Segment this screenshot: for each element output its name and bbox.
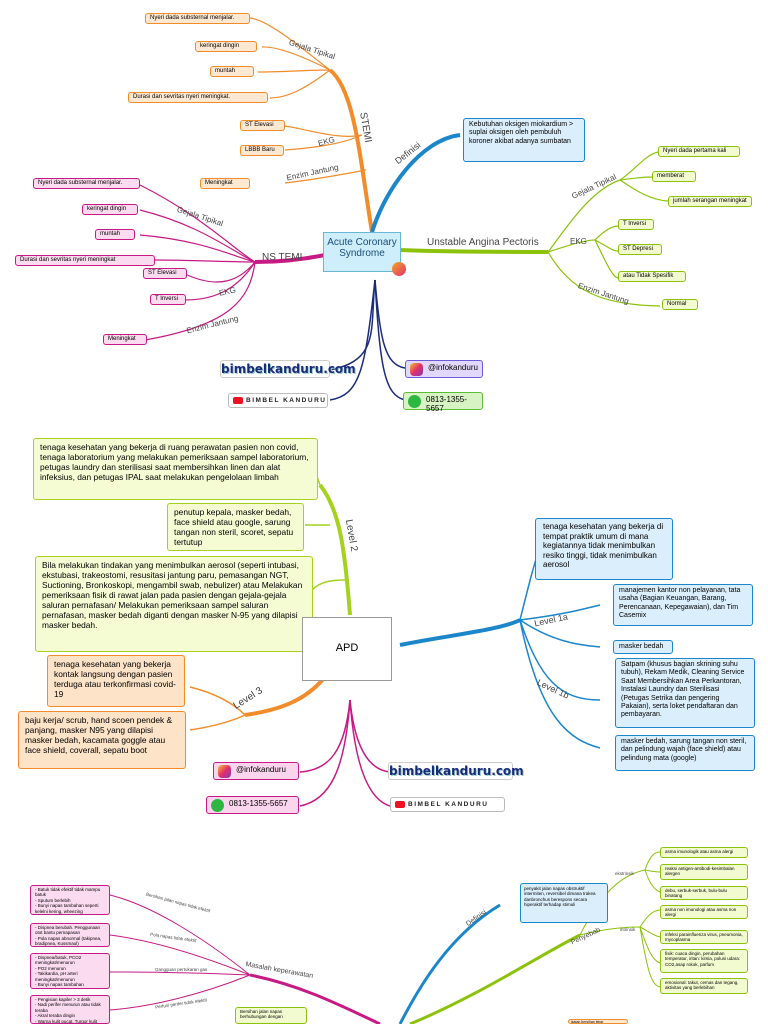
stemi-gejala-item[interactable]: keringat dingin <box>195 41 257 53</box>
whatsapp-label: 0813-1355-5657 <box>426 395 467 413</box>
instagram-button[interactable]: @infokanduru <box>213 762 299 780</box>
level2-item[interactable]: penutup kepala, masker bedah, face shiel… <box>167 503 304 551</box>
site-brand[interactable]: bimbelkanduru.com <box>220 360 356 378</box>
nstemi-ekg-item[interactable]: ST Elevasi <box>143 268 187 280</box>
stemi-gejala-item[interactable]: Nyeri dada substernal menjalar. <box>145 13 250 25</box>
uap-gejala-item[interactable]: Nyeri dada pertama kali <box>658 146 740 158</box>
uap-gejala-item[interactable]: jumlah serangan meningkat <box>668 196 752 208</box>
site-brand[interactable]: bimbelkanduru.com <box>388 762 524 780</box>
level1b-item[interactable]: masker bedah, sarung tangan non steril, … <box>615 735 755 771</box>
whatsapp-button[interactable]: 0813-1355-5657 <box>206 796 299 814</box>
level1-top-box[interactable]: tenaga kesehatan yang bekerja di tempat … <box>535 518 673 580</box>
definisi-box[interactable]: Kebutuhan oksigen miokardium > suplai ok… <box>463 118 585 162</box>
whatsapp-label: 0813-1355-5657 <box>229 799 288 808</box>
masalah-sub-label: Gangguan pertukaran gas <box>155 967 208 972</box>
intrinsik-label: intrinsik <box>620 927 636 932</box>
level2-item[interactable]: Bila melakukan tindakan yang menimbulkan… <box>35 556 313 652</box>
penyebab-item[interactable]: reaksi antigen-antibodi-kesimbalan alerg… <box>660 864 748 880</box>
acs-center-node[interactable]: Acute Coronary Syndrome <box>323 232 401 272</box>
ekstrinsik-label: ekstrinsik <box>615 871 634 876</box>
acs-connectors <box>139 17 669 401</box>
youtube-label: BIMBEL KANDURU <box>408 801 489 809</box>
uap-ekg-item[interactable]: T Inversi <box>618 219 654 231</box>
instagram-icon <box>218 765 231 778</box>
masalah-item[interactable]: - Dispnea berubah. Penggunaan otot bantu… <box>30 923 110 947</box>
nstemi-gejala-item[interactable]: Durasi dan sevritas nyeri meningkat <box>15 255 155 267</box>
stemi-gejala-item[interactable]: muntah <box>210 66 254 78</box>
apd-connectors <box>189 457 601 807</box>
instagram-label: @infokanduru <box>428 363 478 372</box>
penyebab-item[interactable]: debu, serbuk-serbuk, bulu-bulu binatang <box>660 886 748 900</box>
instagram-icon <box>410 363 423 376</box>
youtube-icon <box>233 397 243 404</box>
nstemi-gejala-item[interactable]: muntah <box>95 229 135 241</box>
youtube-icon <box>395 801 405 808</box>
acs-mindmap: Acute Coronary Syndrome Definisi STEMI N… <box>0 0 768 420</box>
uap-gejala-item[interactable]: memberat <box>652 171 696 183</box>
youtube-label: BIMBEL KANDURU <box>246 397 327 405</box>
level3-item[interactable]: tenaga kesehatan yang bekerja kontak lan… <box>47 655 185 707</box>
stemi-ekg-item[interactable]: LBBB Baru <box>240 145 284 157</box>
asthma-mindmap: Definisi penyakit jalan napas obstruktif… <box>0 835 768 1024</box>
nstemi-ekg-item[interactable]: T Inversi <box>150 294 186 306</box>
bottom-box[interactable]: Bersihan jalan napas berhubungan dengan <box>235 1007 307 1024</box>
level2-item[interactable]: tenaga kesehatan yang bekerja di ruang p… <box>33 438 318 500</box>
masalah-item[interactable]: - Pengisian kapiler > 3 detik - Nadi per… <box>30 995 110 1024</box>
whatsapp-icon <box>211 799 224 812</box>
branch-nstemi-label: NS TEMI <box>262 252 303 263</box>
stemi-ekg-item[interactable]: ST Elevasi <box>240 120 285 132</box>
whatsapp-icon <box>408 395 421 408</box>
level1a-item[interactable]: manajemen kantor non pelayanan, tata usa… <box>613 584 753 626</box>
instagram-label: @infokanduru <box>236 765 286 774</box>
apd-center-node[interactable]: APD <box>302 617 392 681</box>
stemi-enzim-item[interactable]: Meningkat <box>200 178 250 190</box>
penyebab-item[interactable]: asma imunologik atau asma alergi <box>660 847 748 858</box>
youtube-button[interactable]: BIMBEL KANDURU <box>390 797 505 812</box>
asthma-connectors <box>109 851 661 1024</box>
penyebab-item[interactable]: emosional: takut, cemas dan tegang, akti… <box>660 978 748 994</box>
heart-icon <box>392 262 406 276</box>
penyebab-item[interactable]: fisik: cuaca dingin, perubahan temperatu… <box>660 949 748 973</box>
stemi-gejala-item[interactable]: Durasi dan sevritas nyeri meningkat. <box>128 92 268 104</box>
youtube-button[interactable]: BIMBEL KANDURU <box>228 393 328 408</box>
level3-item[interactable]: baju kerja/ scrub, hand scoen pendek & p… <box>18 711 186 769</box>
penyebab-item[interactable]: asma non imunologi atau asma non alergi <box>660 905 748 919</box>
whatsapp-button[interactable]: 0813-1355-5657 <box>403 392 483 413</box>
asthma-definisi-box[interactable]: penyakit jalan napas obstruktif intermit… <box>520 883 608 923</box>
penyebab-item[interactable]: infeksi parainfluenza virus, pneumonia, … <box>660 930 748 944</box>
uap-ekg-label: EKG <box>570 237 587 246</box>
level1a-item[interactable]: masker bedah <box>613 640 673 654</box>
uap-enzim-item[interactable]: Normal <box>662 299 698 311</box>
uap-ekg-item[interactable]: ST Depresi <box>618 244 662 256</box>
masalah-item[interactable]: - Dispnea/batuk, PCO2 meningkat/menurun … <box>30 953 110 989</box>
apd-center-label: APD <box>335 642 359 654</box>
level1b-item[interactable]: Satpam (khusus bagian skrining suhu tubu… <box>615 658 755 728</box>
branch-uap-label: Unstable Angina Pectoris <box>427 237 539 248</box>
nstemi-gejala-item[interactable]: Nyeri dada substernal menjalar. <box>33 178 140 190</box>
nstemi-gejala-item[interactable]: keringat dingin <box>82 204 138 216</box>
apd-mindmap: tenaga kesehatan yang bekerja di ruang p… <box>0 430 768 825</box>
bottom-right-box[interactable]: ikatan bersihan lebar <box>568 1019 628 1024</box>
uap-ekg-item[interactable]: atau Tidak Spesifik <box>618 271 686 283</box>
instagram-button[interactable]: @infokanduru <box>405 360 483 378</box>
nstemi-enzim-item[interactable]: Meningkat <box>103 334 147 346</box>
masalah-item[interactable]: - Batuk tidak efektif tidak mampu batuk … <box>30 885 110 915</box>
